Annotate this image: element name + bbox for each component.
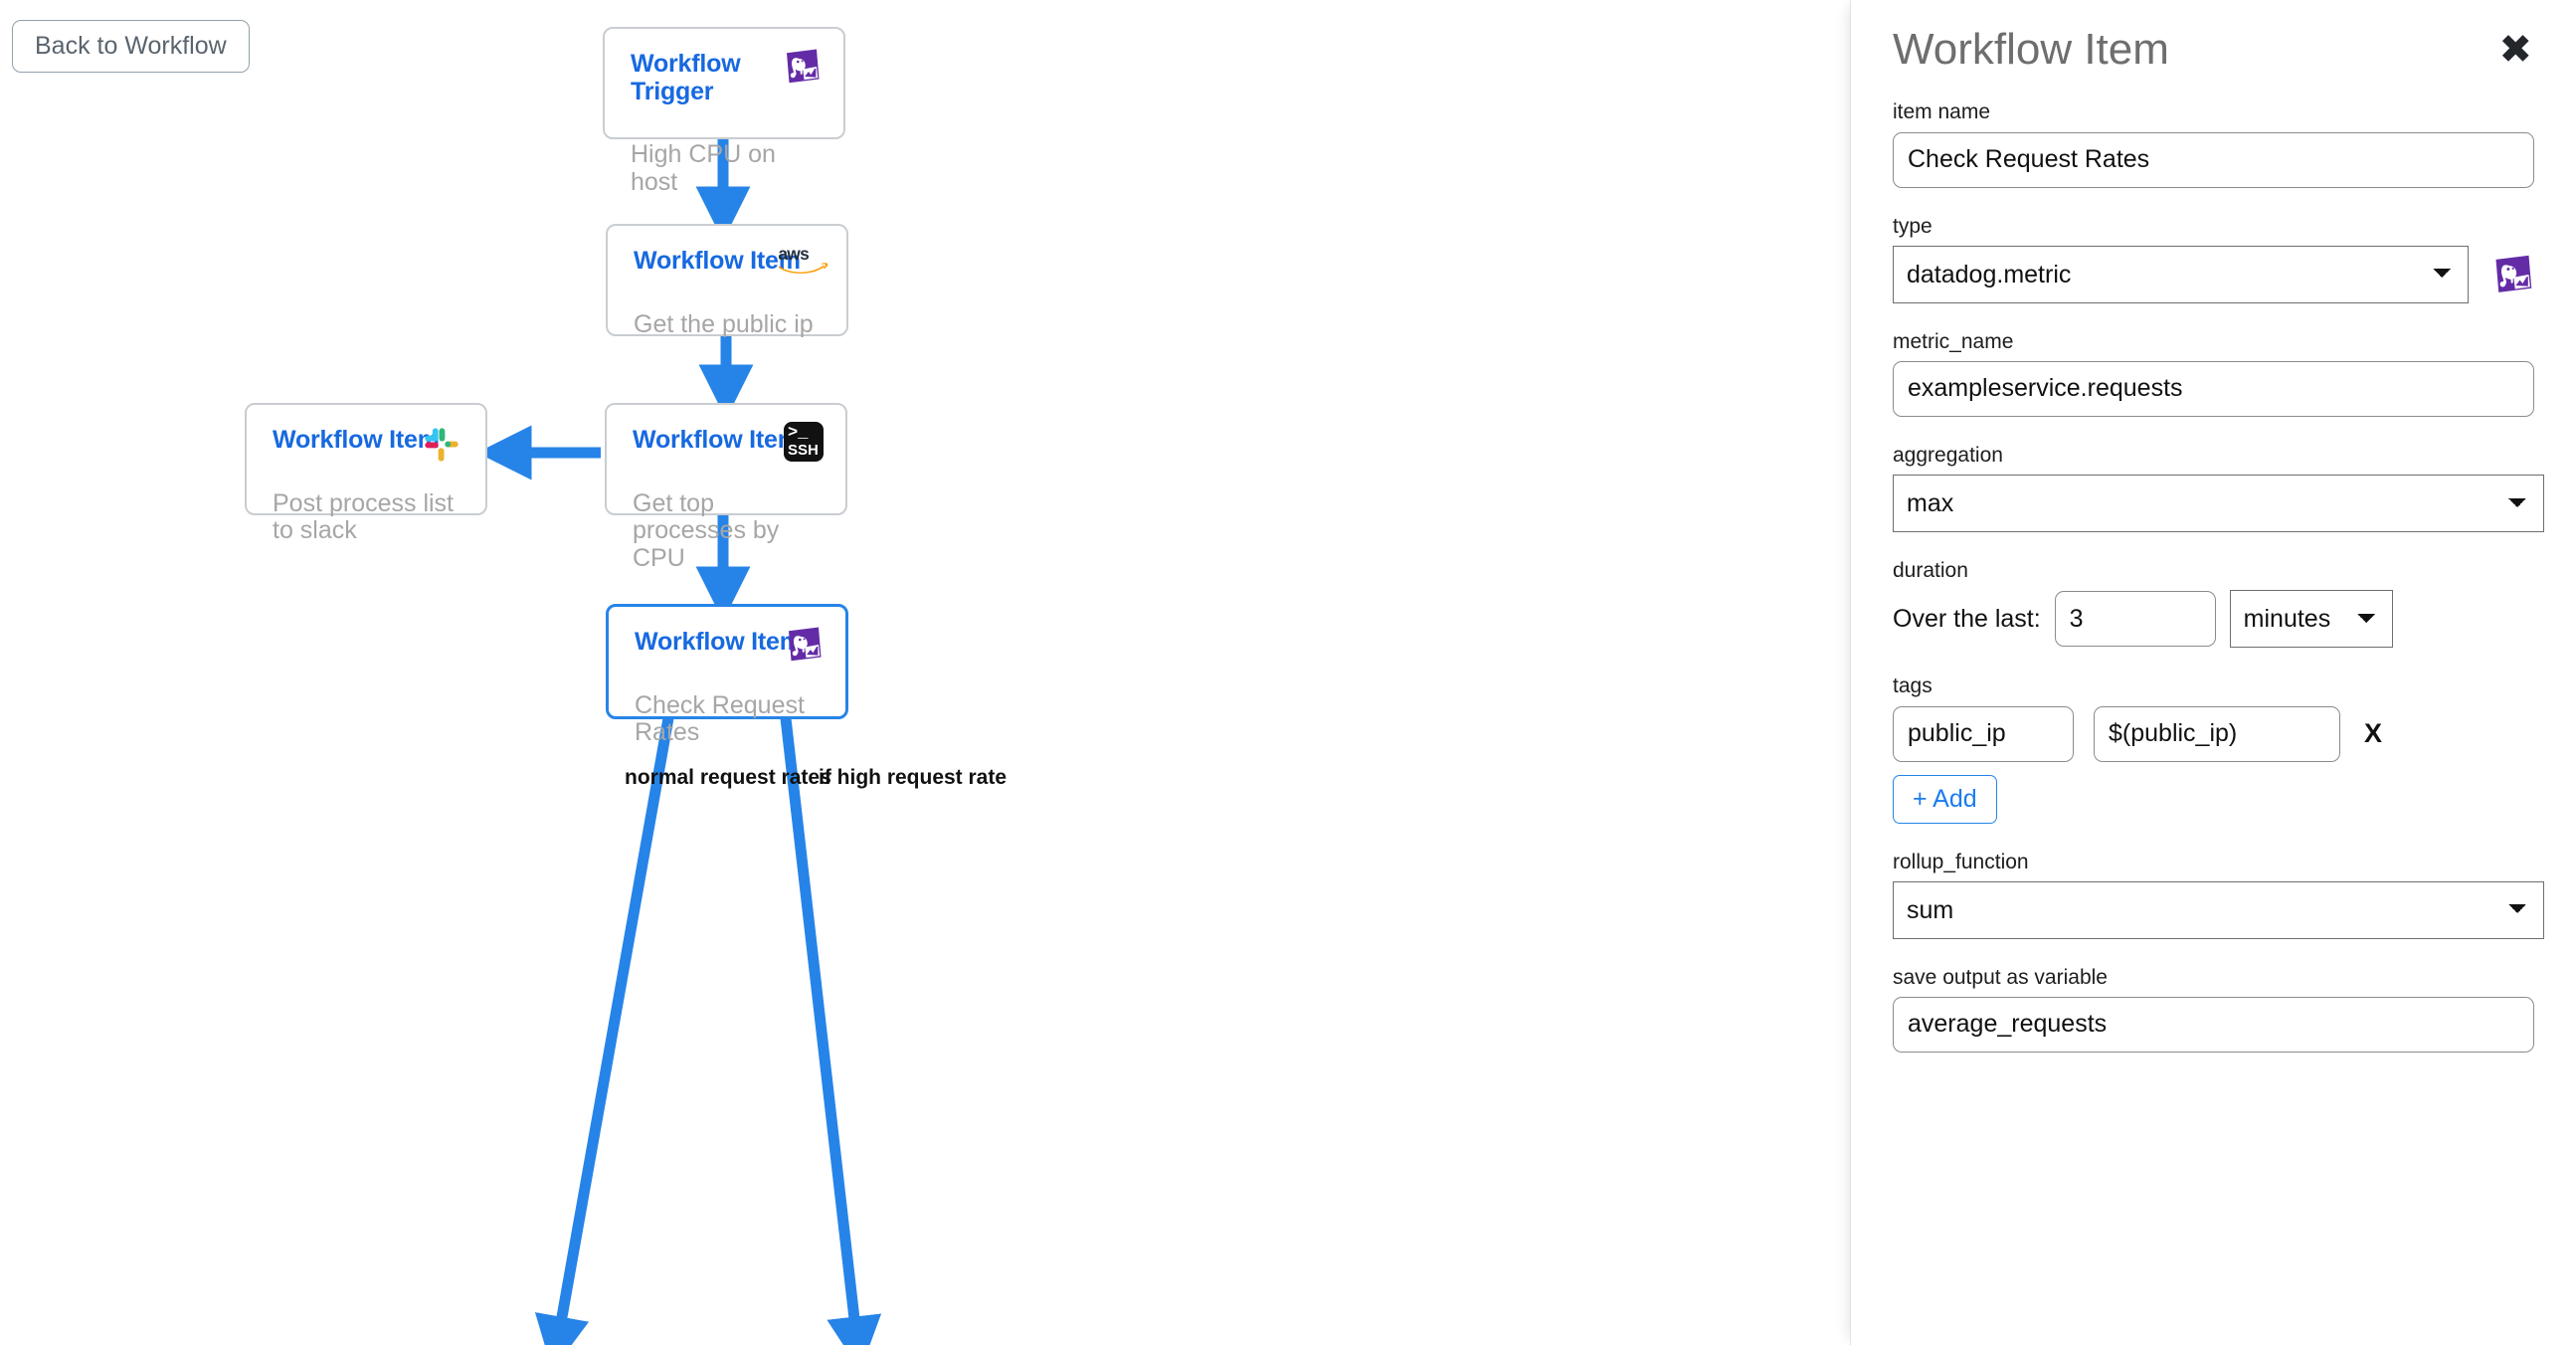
node-title: Workflow Trigger (631, 50, 741, 105)
field-label: type (1893, 214, 1932, 238)
duration-unit-select[interactable]: minutes (2229, 590, 2393, 649)
node-title: Workflow Item (273, 426, 440, 454)
slack-icon (422, 425, 463, 467)
field-label: item name (1893, 100, 1991, 124)
field-type: type datadog.metric (1893, 214, 2534, 303)
node-subtitle: Get the public ip (634, 309, 814, 338)
tag-row: X (1893, 705, 2534, 762)
edge-label-if-high-request-rate: if high request rate (819, 766, 1008, 789)
datadog-icon (2490, 253, 2534, 296)
save-output-input[interactable] (1893, 996, 2534, 1053)
edge-selected-to-high (780, 717, 882, 1345)
datadog-icon (782, 47, 824, 89)
edge-connectors-layer (476, 139, 882, 1345)
workflow-node-aws[interactable]: Workflow Item Get the public ip aws (606, 224, 848, 338)
node-subtitle: Post process list to slack (273, 488, 455, 544)
field-rollup-function: rollup_function sum (1893, 850, 2544, 939)
node-subtitle: Check Request Rates (635, 690, 805, 746)
field-label: save output as variable (1893, 965, 2108, 989)
aggregation-select[interactable]: max (1893, 475, 2544, 533)
panel-header: Workflow Item ✖ (1893, 0, 2534, 74)
node-title: Workflow Item (634, 247, 801, 275)
field-item-name: item name (1893, 99, 2534, 188)
workflow-node-slack[interactable]: Workflow Item Post process list to slack (245, 403, 487, 544)
workflow-node-trigger[interactable]: Workflow Trigger High CPU on host (603, 27, 845, 195)
node-subtitle: Get top processes by CPU (633, 488, 780, 572)
node-title: Workflow Item (635, 628, 802, 656)
field-label: duration (1893, 559, 1968, 583)
datadog-icon (784, 625, 826, 667)
node-subtitle: High CPU on host (631, 140, 776, 196)
close-icon[interactable]: ✖ (2498, 27, 2532, 74)
duration-amount-input[interactable] (2054, 591, 2216, 648)
ssh-icon: >_ SSH (784, 422, 826, 464)
field-label: rollup_function (1893, 850, 2029, 873)
field-save-output: save output as variable (1893, 965, 2534, 1053)
tag-value-input[interactable] (2094, 705, 2340, 762)
item-name-input[interactable] (1893, 131, 2534, 188)
tag-key-input[interactable] (1893, 705, 2074, 762)
duration-prefix-label: Over the last: (1893, 604, 2041, 633)
back-to-workflow-button[interactable]: Back to Workflow (12, 20, 250, 73)
remove-tag-button[interactable]: X (2364, 718, 2383, 749)
field-duration: duration Over the last: minutes (1893, 558, 2534, 649)
workflow-item-panel: Workflow Item ✖ item name type datadog.m… (1850, 0, 2576, 1345)
edge-selected-to-normal (534, 717, 674, 1345)
aws-icon: aws (777, 240, 828, 282)
field-label: tags (1893, 674, 1932, 698)
field-label: aggregation (1893, 443, 2003, 467)
node-title: Workflow Item (633, 426, 800, 454)
add-tag-button[interactable]: + Add (1893, 774, 1997, 824)
workflow-node-ssh[interactable]: Workflow Item Get top processes by CPU >… (605, 403, 847, 571)
field-metric-name: metric_name (1893, 329, 2534, 417)
rollup-function-select[interactable]: sum (1893, 880, 2544, 939)
edge-label-normal-request-rates: normal request rates (625, 766, 831, 789)
field-aggregation: aggregation max (1893, 443, 2544, 533)
field-tags: tags X + Add (1893, 673, 2534, 824)
page-title: Workflow Item (1893, 25, 2169, 74)
type-select[interactable]: datadog.metric (1893, 245, 2469, 303)
field-label: metric_name (1893, 329, 2014, 353)
metric-name-input[interactable] (1893, 360, 2534, 417)
workflow-node-selected[interactable]: Workflow Item Check Request Rates (606, 604, 848, 746)
svg-text:aws: aws (778, 244, 809, 264)
workflow-canvas[interactable]: Back to Workflow Workflow Trigger High C… (0, 0, 1850, 1345)
